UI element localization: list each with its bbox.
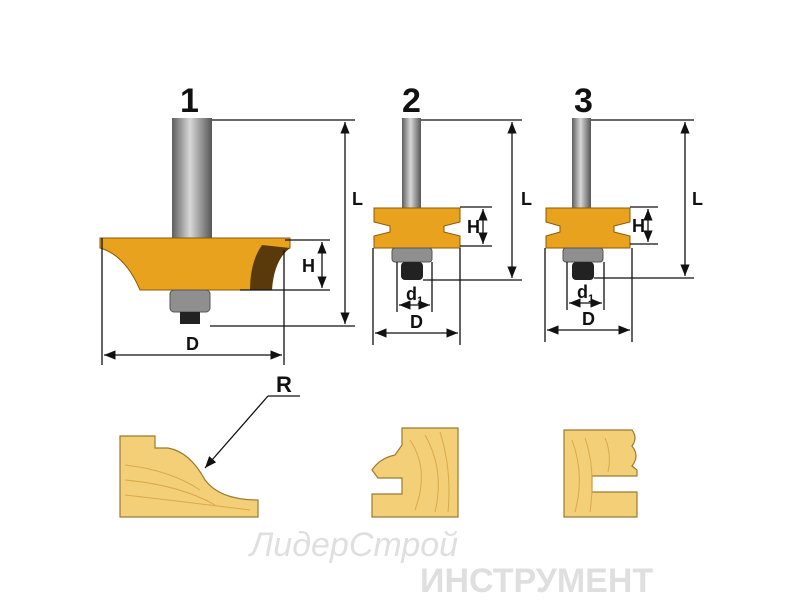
diameter-label: D — [410, 312, 423, 332]
length-label: L — [692, 189, 703, 209]
wood-profile-3 — [563, 429, 638, 518]
svg-text:ИНСТРУМЕНТ: ИНСТРУМЕНТ — [420, 562, 653, 600]
bearing — [169, 289, 211, 313]
shank — [172, 118, 212, 238]
height-label: H — [632, 216, 645, 236]
router-bit-1: 1 L H D — [99, 82, 363, 365]
bit-number: 1 — [180, 82, 199, 120]
wood-profile-2 — [371, 427, 459, 518]
length-label: L — [521, 189, 532, 209]
nut — [572, 262, 594, 280]
diameter-label: D — [582, 309, 595, 329]
height-label: H — [302, 256, 315, 276]
radius-pointer — [204, 395, 269, 469]
bearing-diameter-label: d1 — [577, 282, 594, 305]
svg-text:ЛидерСтрой: ЛидерСтрой — [248, 526, 458, 564]
router-bit-2: 2 L H d1 D — [372, 82, 532, 345]
diameter-label: D — [186, 334, 199, 354]
bearing-diameter-label: d1 — [406, 284, 423, 307]
bearing — [562, 247, 604, 263]
watermark: ЛидерСтрой ИНСТРУМЕНТ — [248, 526, 653, 600]
cutter-edge — [250, 245, 290, 290]
screw — [180, 312, 200, 324]
cutter-body — [545, 207, 631, 249]
bit-number: 3 — [574, 82, 593, 120]
bearing — [391, 247, 433, 263]
shank — [572, 118, 591, 208]
cutter-body — [373, 207, 461, 249]
length-label: L — [352, 189, 363, 209]
router-bit-3: 3 L H d1 D — [544, 82, 703, 342]
shank — [402, 118, 421, 208]
nut — [401, 262, 423, 280]
wood-profile-1 — [119, 435, 259, 518]
radius-label: R — [276, 372, 292, 397]
bit-number: 2 — [402, 82, 421, 120]
height-label: H — [467, 217, 480, 237]
